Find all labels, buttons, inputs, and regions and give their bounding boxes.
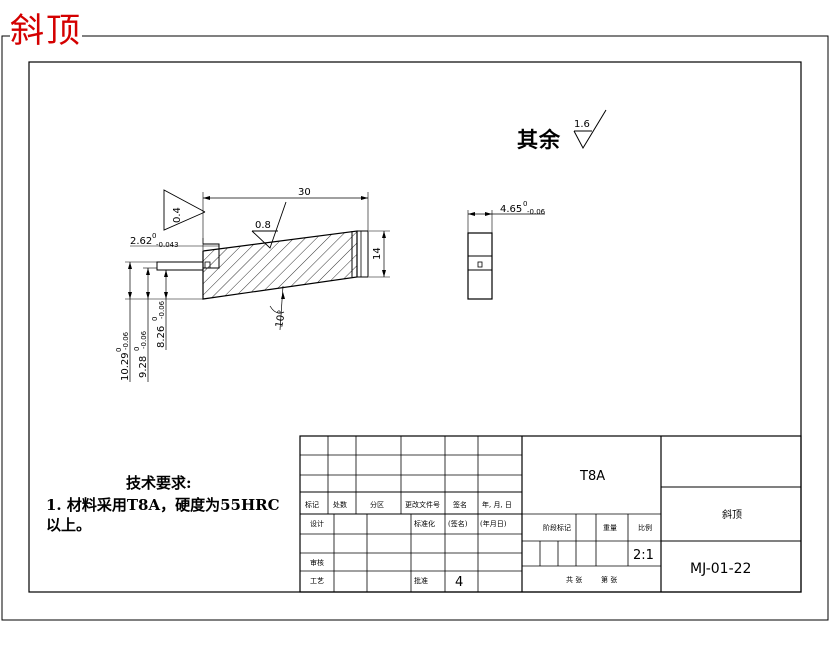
- svg-text:分区: 分区: [370, 500, 384, 509]
- general-roughness-label: 其余: [517, 128, 561, 152]
- tech-requirements-line2: 以上。: [46, 516, 92, 534]
- svg-text:更改文件号: 更改文件号: [405, 500, 440, 509]
- dim-step-width: 2.62: [130, 236, 152, 247]
- dim-height: 14: [372, 247, 383, 260]
- svg-text:阶段标记: 阶段标记: [543, 523, 571, 532]
- tech-requirements-title: 技术要求:: [126, 474, 192, 492]
- svg-text:处数: 处数: [333, 500, 347, 509]
- dim-length: 30: [298, 187, 311, 198]
- svg-text:0: 0: [152, 232, 156, 240]
- svg-text:批准: 批准: [414, 576, 428, 585]
- quantity-value: 4: [455, 575, 463, 590]
- svg-text:年, 月, 日: 年, 月, 日: [482, 500, 512, 509]
- svg-text:-0.043: -0.043: [156, 241, 179, 249]
- general-roughness-symbol: 1.6: [573, 109, 607, 150]
- drawing-number-value: MJ-01-22: [690, 561, 751, 577]
- svg-text:(年月日): (年月日): [480, 519, 507, 528]
- side-view: 4.65 0 -0.06: [467, 200, 546, 300]
- scale-value: 2:1: [633, 548, 654, 563]
- svg-text:0: 0: [523, 200, 527, 208]
- svg-text:0: 0: [115, 348, 123, 352]
- svg-text:审核: 审核: [310, 558, 324, 567]
- front-view: 30 14 0.4 0.8 2.62 0 -0.043: [115, 187, 390, 382]
- dim-c: 8.26: [156, 326, 167, 348]
- dim-side-width: 4.65: [500, 204, 522, 215]
- part-name-value: 斜顶: [722, 508, 742, 521]
- roughness-side: 0.4: [172, 207, 183, 223]
- roughness-top: 0.8: [255, 220, 271, 231]
- svg-text:0: 0: [151, 317, 159, 321]
- title-block: [299, 435, 802, 593]
- svg-text:标准化: 标准化: [414, 519, 435, 528]
- dim-a: 10.29: [120, 352, 131, 381]
- svg-text:-0.06: -0.06: [140, 330, 148, 349]
- svg-text:重量: 重量: [603, 524, 617, 532]
- svg-text:(签名): (签名): [448, 519, 468, 528]
- material-value: T8A: [579, 469, 605, 484]
- svg-text:比例: 比例: [638, 523, 652, 532]
- drawing-title: 斜顶: [10, 11, 82, 51]
- dim-b: 9.28: [138, 356, 149, 378]
- svg-text:-0.06: -0.06: [158, 300, 166, 319]
- svg-text:签名: 签名: [453, 500, 467, 509]
- svg-text:第 张: 第 张: [601, 575, 617, 584]
- svg-text:设计: 设计: [310, 519, 324, 528]
- general-roughness-value: 1.6: [574, 119, 590, 130]
- outer-border: [1, 35, 829, 621]
- svg-text:-0.06: -0.06: [122, 331, 130, 350]
- svg-text:标记: 标记: [305, 500, 319, 509]
- svg-text:0: 0: [133, 347, 141, 351]
- part-body-hatched: [202, 230, 358, 300]
- svg-text:工艺: 工艺: [310, 577, 324, 585]
- title-block-text: 标记 处数 分区 更改文件号 签名 年, 月, 日 设计 标准化 (签名) (年…: [305, 469, 751, 590]
- dim-angle: 10°: [274, 309, 288, 328]
- svg-text:共 张: 共 张: [566, 575, 582, 584]
- svg-text:-0.06: -0.06: [527, 208, 546, 216]
- tech-requirements-line1: 1. 材料采用T8A，硬度为55HRC: [46, 496, 280, 514]
